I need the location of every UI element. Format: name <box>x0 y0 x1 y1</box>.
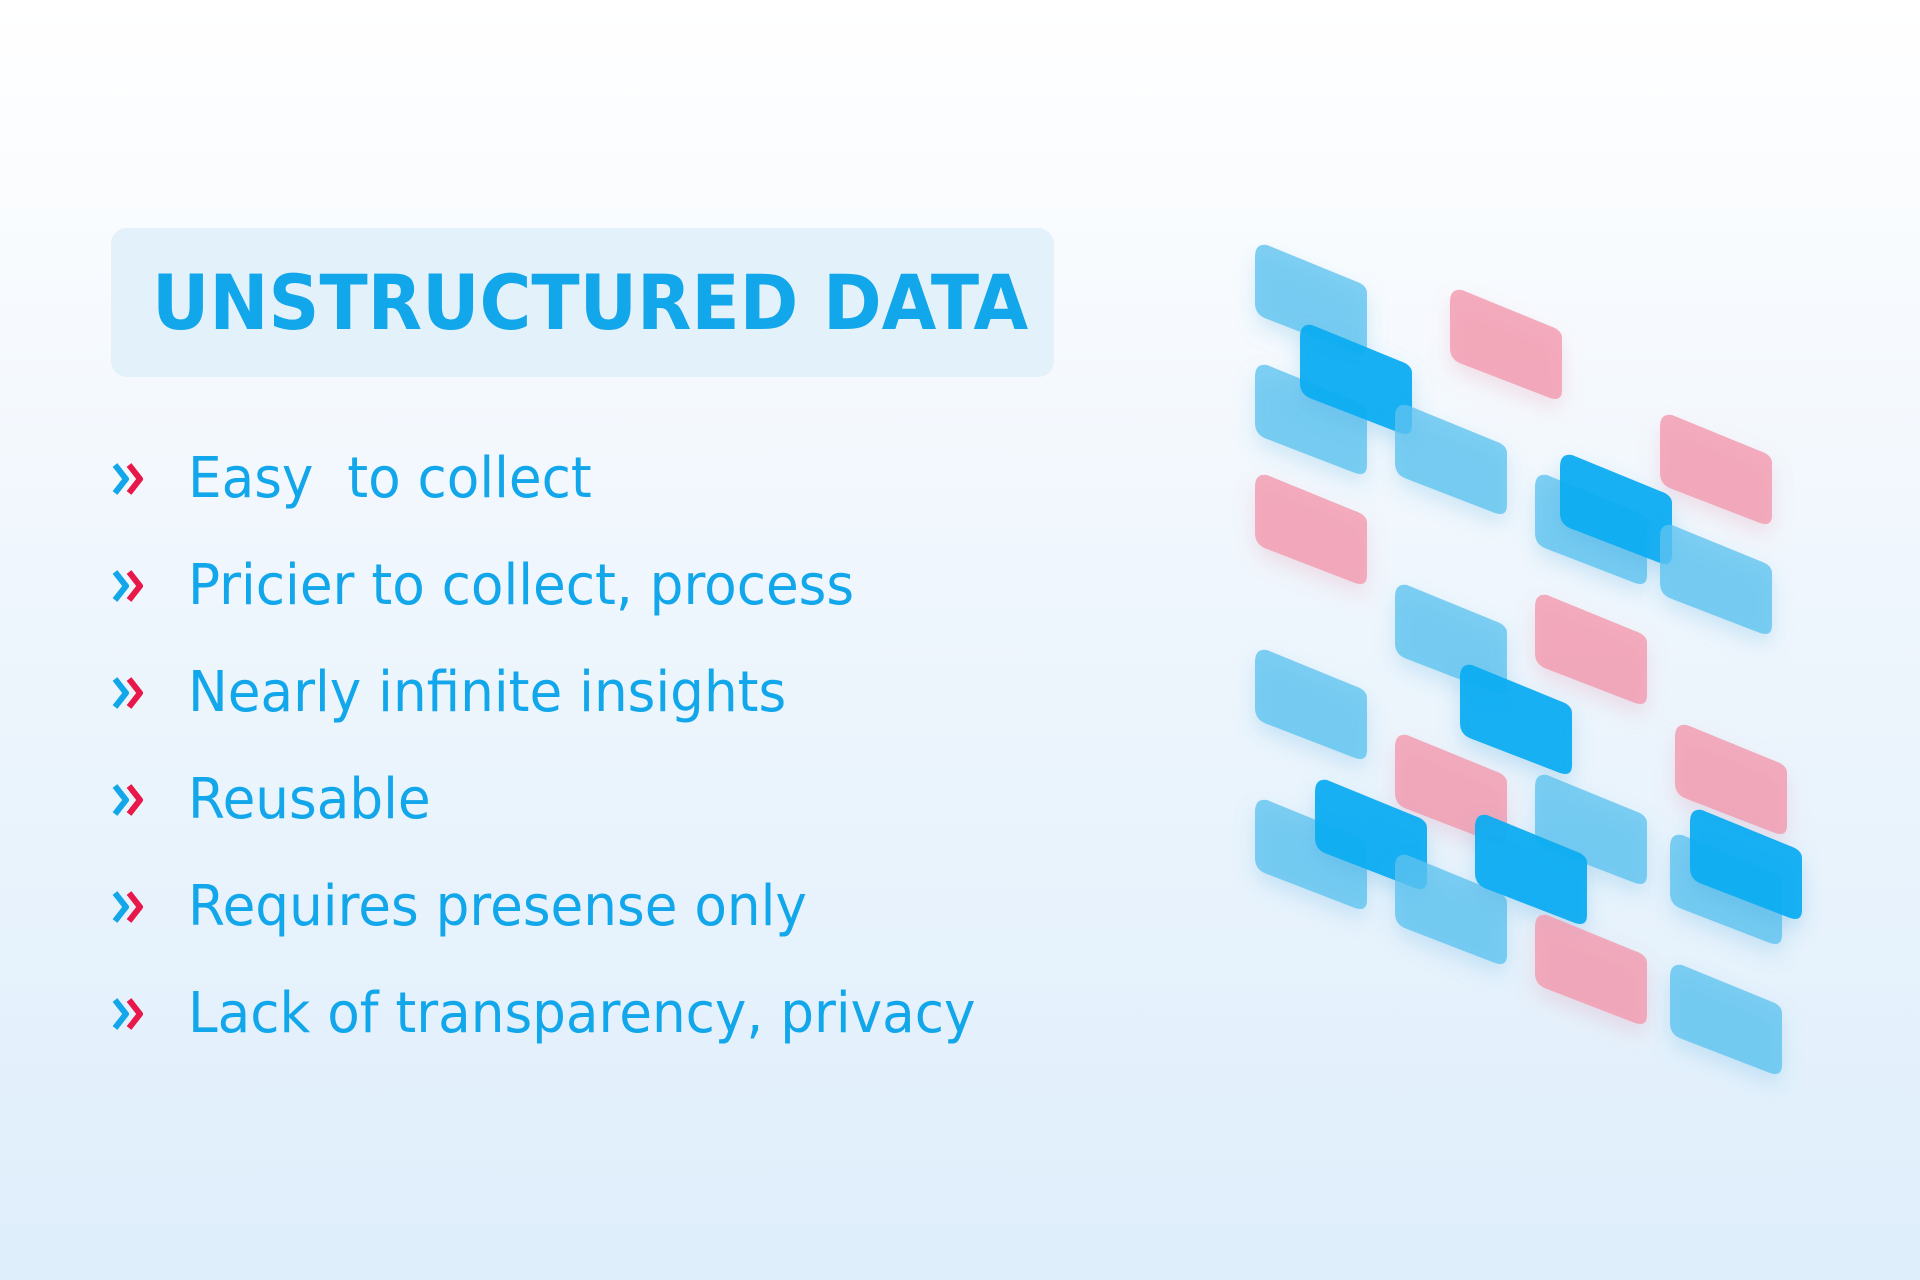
title-banner: UNSTRUCTURED DATA <box>111 228 1054 377</box>
blue-data-tile <box>1255 244 1367 354</box>
list-item: Reusable <box>111 746 1017 853</box>
list-item-label: Pricier to collect, process <box>188 553 855 618</box>
double-chevron-right-icon <box>112 783 143 816</box>
blue-data-tile <box>1560 454 1672 564</box>
blue-data-tile <box>1255 799 1367 909</box>
feature-list: Easy to collect Pricier to collect, proc… <box>111 425 1017 1067</box>
blue-data-tile <box>1475 814 1587 924</box>
list-item: Easy to collect <box>111 425 1017 532</box>
list-item-label: Nearly infinite insights <box>188 660 787 725</box>
blue-data-tile <box>1660 524 1772 634</box>
blue-data-tile <box>1670 964 1782 1074</box>
list-item-label: Easy to collect <box>188 446 592 511</box>
double-chevron-right-icon <box>112 569 143 602</box>
blue-data-tile <box>1690 809 1802 919</box>
blue-data-tile <box>1395 854 1507 964</box>
list-item: Lack of transparency, privacy <box>111 960 1017 1067</box>
list-item-label: Lack of transparency, privacy <box>188 981 976 1046</box>
data-tiles-illustration <box>1255 244 1802 1074</box>
pink-data-tile <box>1450 289 1562 399</box>
list-item: Requires presense only <box>111 853 1017 960</box>
blue-data-tile <box>1255 364 1367 474</box>
blue-data-tile <box>1255 649 1367 759</box>
list-item: Nearly infinite insights <box>111 639 1017 746</box>
list-item: Pricier to collect, process <box>111 532 1017 639</box>
list-item-label: Requires presense only <box>188 874 807 939</box>
double-chevron-right-icon <box>112 997 143 1030</box>
pink-data-tile <box>1535 594 1647 704</box>
blue-data-tile <box>1535 774 1647 884</box>
blue-data-tile <box>1300 324 1412 434</box>
double-chevron-right-icon <box>112 462 143 495</box>
list-item-label: Reusable <box>188 767 431 832</box>
page-title: UNSTRUCTURED DATA <box>152 258 1029 347</box>
pink-data-tile <box>1535 914 1647 1024</box>
double-chevron-right-icon <box>112 890 143 923</box>
blue-data-tile <box>1395 584 1507 694</box>
double-chevron-right-icon <box>112 676 143 709</box>
pink-data-tile <box>1255 474 1367 584</box>
pink-data-tile <box>1660 414 1772 524</box>
blue-data-tile <box>1395 404 1507 514</box>
blue-data-tile <box>1460 664 1572 774</box>
pink-data-tile <box>1675 724 1787 834</box>
